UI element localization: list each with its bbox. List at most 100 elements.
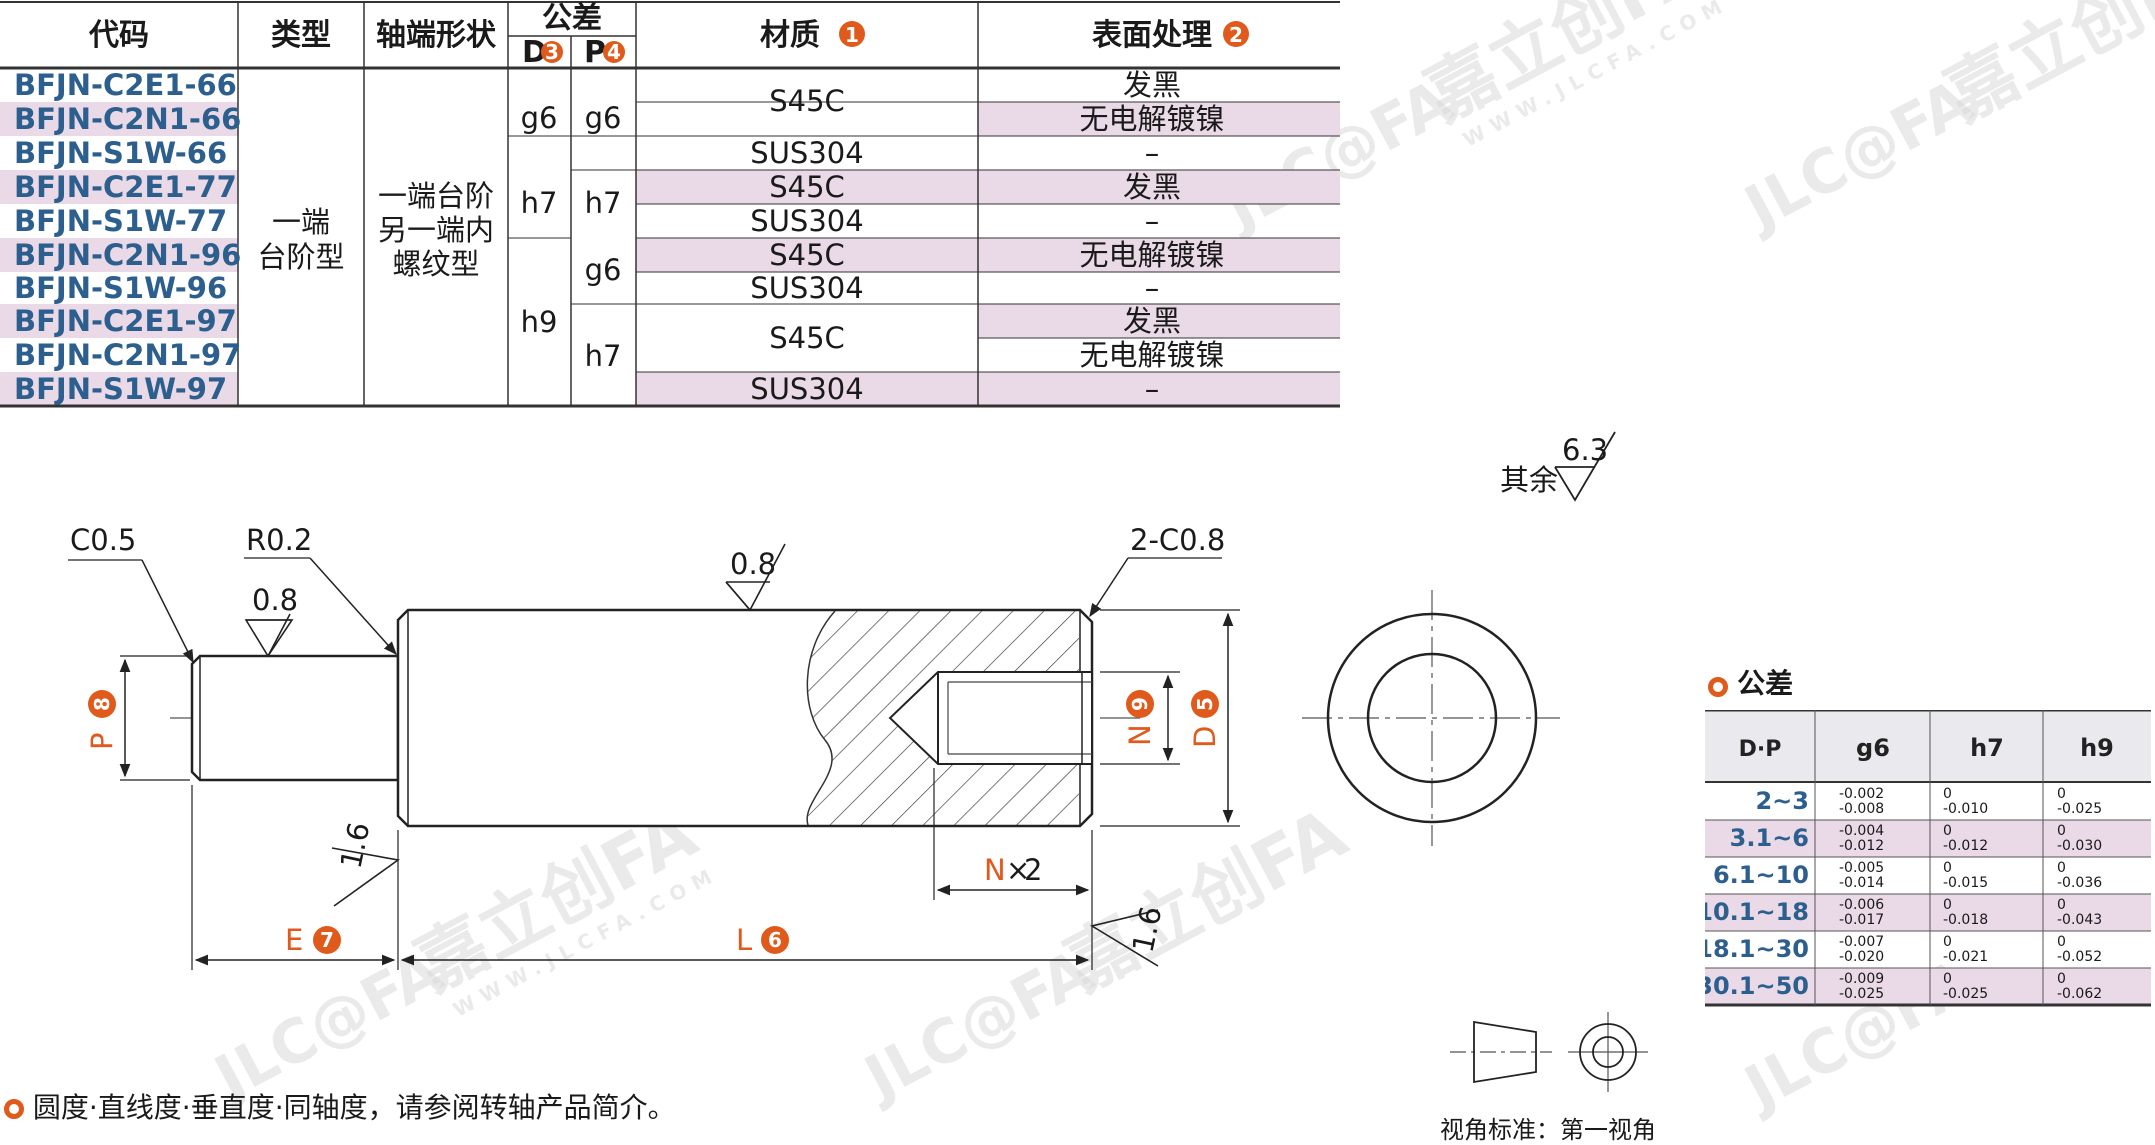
header-type: 类型 <box>271 18 331 53</box>
svg-text:7: 7 <box>320 928 334 952</box>
svg-text:N: N <box>1123 724 1157 746</box>
svg-text:D: D <box>1188 726 1222 748</box>
svg-text:9: 9 <box>1128 697 1152 711</box>
threaded-hole <box>888 671 1093 765</box>
tol-upper-value: -0.006 <box>1839 897 1884 913</box>
dim-d: D 5 <box>1188 690 1222 748</box>
surface-cell: 发黑 <box>1123 170 1181 204</box>
tol-header: D·P <box>1739 737 1782 762</box>
footer-note-text: 圆度·直线度·垂直度·同轴度，请参阅转轴产品简介。 <box>32 1091 676 1124</box>
roughness-symbol <box>1554 431 1616 502</box>
tol-lower-value: -0.025 <box>1943 986 1988 1002</box>
tol-lower-value: -0.012 <box>1943 838 1988 854</box>
tolerance-table: D·P g6 h7 h9 2~3-0.002-0.0080-0.0100-0.0… <box>1705 710 2151 1007</box>
roughness-body: 0.8 <box>730 547 776 581</box>
tol-p-cell: h7 <box>585 339 622 373</box>
surface-cell: 发黑 <box>1123 68 1181 102</box>
header-code: 代码 <box>88 18 149 53</box>
material-cell: SUS304 <box>750 271 863 305</box>
code-cell: BFJN-C2E1-97 <box>14 304 237 338</box>
tol-upper-value: -0.005 <box>1839 860 1884 876</box>
tol-d-cell: h7 <box>521 186 558 220</box>
code-cell: BFJN-C2N1-96 <box>14 238 241 272</box>
tol-range-cell: 3.1~6 <box>1730 824 1809 852</box>
svg-text:4: 4 <box>607 40 621 64</box>
tol-upper-value: 0 <box>2057 897 2066 913</box>
tol-lower-value: -0.015 <box>1943 875 1988 891</box>
svg-text:×: × <box>1006 853 1030 887</box>
code-column: BFJN-C2E1-66 BFJN-C2N1-66 BFJN-S1W-66 BF… <box>14 68 241 406</box>
end-view <box>1302 590 1560 846</box>
tol-lower-value: -0.020 <box>1839 949 1884 965</box>
chamfer-left: C0.5 <box>70 523 136 557</box>
svg-text:3: 3 <box>545 40 559 64</box>
shaft-cell-line3: 螺纹型 <box>392 247 479 281</box>
tol-upper-value: 0 <box>1943 897 1952 913</box>
type-cell-line1: 一端 <box>272 205 330 239</box>
surface-cell: – <box>1145 204 1160 238</box>
surface-cell: 无电解镀镍 <box>1079 238 1224 272</box>
svg-text:6: 6 <box>768 928 782 952</box>
tol-upper-value: 0 <box>2057 823 2066 839</box>
tol-range-cell: 6.1~10 <box>1713 861 1809 889</box>
tol-lower-value: -0.062 <box>2057 986 2102 1002</box>
svg-text:L: L <box>736 923 752 957</box>
surface-cell: 发黑 <box>1123 304 1181 338</box>
tol-upper-value: -0.007 <box>1839 934 1884 950</box>
projection-label: 视角标准：第一视角 <box>1440 1116 1656 1144</box>
dim-p: P 8 <box>85 690 119 750</box>
shaft-cell-line2: 另一端内 <box>378 213 494 247</box>
tol-upper-value: 0 <box>2057 934 2066 950</box>
tol-header: g6 <box>1856 734 1890 762</box>
projection-symbol <box>1450 1012 1648 1092</box>
surface-cell: – <box>1145 271 1160 305</box>
material-cell: S45C <box>769 238 845 272</box>
tol-upper-value: 0 <box>2057 786 2066 802</box>
svg-text:E: E <box>285 923 303 957</box>
svg-text:P: P <box>85 733 119 751</box>
svg-text:2: 2 <box>1024 853 1042 887</box>
ring-icon <box>1708 677 1728 697</box>
roughness-end: 1.6 <box>334 819 377 871</box>
tol-p-cell: g6 <box>585 101 622 135</box>
tol-upper-value: 0 <box>1943 860 1952 876</box>
roughness-right-symbol <box>1089 909 1159 967</box>
code-cell: BFJN-C2N1-66 <box>14 102 241 136</box>
tol-lower-value: -0.008 <box>1839 801 1884 817</box>
header-shaft-end: 轴端形状 <box>376 18 497 53</box>
svg-text:5: 5 <box>1193 697 1217 711</box>
surface-cell: 无电解镀镍 <box>1079 338 1224 372</box>
tol-lower-value: -0.018 <box>1943 912 1988 928</box>
material-cell: S45C <box>769 84 845 118</box>
code-cell: BFJN-C2N1-97 <box>14 338 241 372</box>
tol-upper-value: 0 <box>1943 934 1952 950</box>
code-cell: BFJN-C2E1-66 <box>14 68 237 102</box>
spec-table: 代码 类型 轴端形状 公差 D 3 P 4 材质 1 表面处理 2 BFJN-C… <box>0 1 1340 408</box>
tol-d-cell: h9 <box>521 305 558 339</box>
technical-drawing: 其余 6.3 P 8 N 9 D 5 C0.5 <box>68 431 1648 1092</box>
tolerance-rows: 2~3-0.002-0.0080-0.0100-0.0253.1~6-0.004… <box>1705 786 2102 1002</box>
tol-upper-value: 0 <box>1943 971 1952 987</box>
watermark-chinese: 嘉立创FA <box>1933 0 2155 137</box>
tol-header: h9 <box>2080 734 2114 762</box>
roughness-end-symbol <box>331 847 400 907</box>
tol-lower-value: -0.025 <box>1839 986 1884 1002</box>
ring-icon <box>4 1099 24 1119</box>
tol-upper-value: -0.009 <box>1839 971 1884 987</box>
tol-range-cell: 18.1~30 <box>1705 935 1809 963</box>
tol-range-cell: 10.1~18 <box>1705 898 1809 926</box>
tol-upper-value: -0.002 <box>1839 786 1884 802</box>
material-cell: SUS304 <box>750 204 863 238</box>
code-cell: BFJN-S1W-77 <box>14 204 227 238</box>
material-cell: S45C <box>769 170 845 204</box>
badge-surface <box>1223 21 1249 47</box>
shaft-cell-line1: 一端台阶 <box>378 179 494 213</box>
material-cell: SUS304 <box>750 372 863 406</box>
tol-upper-value: -0.004 <box>1839 823 1884 839</box>
header-tol-p: P <box>584 35 606 70</box>
tol-upper-value: 0 <box>2057 971 2066 987</box>
code-cell: BFJN-C2E1-77 <box>14 170 237 204</box>
svg-text:N: N <box>984 853 1006 887</box>
tol-lower-value: -0.052 <box>2057 949 2102 965</box>
type-cell-line2: 台阶型 <box>257 240 344 274</box>
